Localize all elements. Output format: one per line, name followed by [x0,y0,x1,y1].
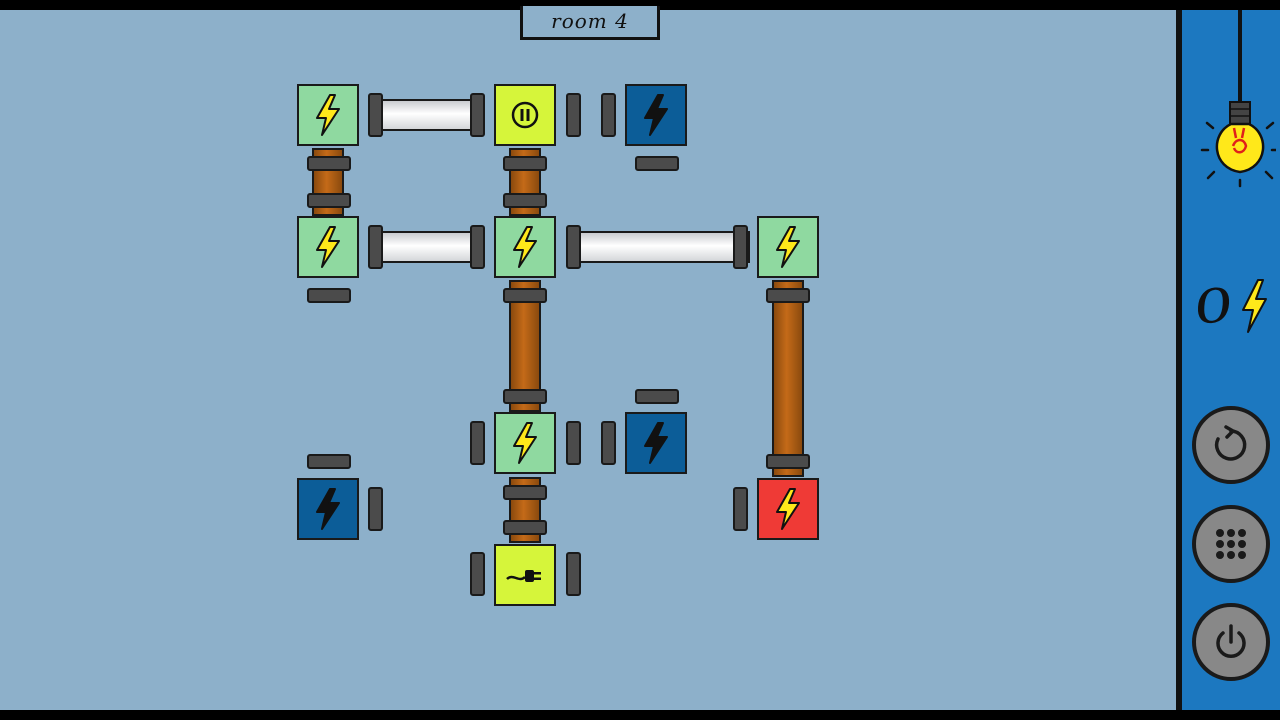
lightning-bolt-icon [1241,279,1267,333]
connector [601,93,616,137]
lightning-bolt-icon [644,94,668,136]
node-source-plug[interactable] [494,544,556,606]
node-source-pause[interactable] [494,84,556,146]
connector [368,225,383,269]
restart-button[interactable] [1192,406,1270,484]
connector [635,156,679,171]
power-plug-icon [506,570,541,582]
node-lit[interactable] [297,84,359,146]
lightning-bolt-icon [316,488,340,530]
quit-button[interactable] [1192,603,1270,681]
restart-icon [1214,425,1247,461]
connector [733,225,748,269]
wire-c4-r2-r5[interactable] [772,280,804,477]
node-unpowered[interactable] [625,84,687,146]
node-lit[interactable] [297,216,359,278]
connector [503,288,547,303]
connector [601,421,616,465]
connector [635,389,679,404]
node-unpowered[interactable] [297,478,359,540]
node-lit[interactable] [757,216,819,278]
connector [503,520,547,535]
light-bulb-icon [1200,10,1276,188]
lightning-bolt-icon [316,94,340,136]
wire-r2-c1-c2[interactable] [372,231,484,263]
sidebar [1176,10,1280,710]
connector [503,156,547,171]
connector [307,156,351,171]
game-board [0,10,1176,710]
connector [368,487,383,531]
connector [566,225,581,269]
grid-menu-icon [1216,529,1246,559]
lightning-bolt-icon [644,422,668,464]
node-unpowered[interactable] [625,412,687,474]
connector [566,421,581,465]
node-lit[interactable] [494,412,556,474]
connector [503,389,547,404]
connector [766,288,810,303]
lightning-bolt-icon [316,226,340,268]
connector [470,225,485,269]
power-icon [1216,624,1246,658]
connector [470,421,485,465]
room-label: room 4 [520,6,660,40]
lightning-bolt-icon [776,488,800,530]
connector [307,288,351,303]
connector [503,485,547,500]
connector [566,552,581,596]
pause-icon [511,101,539,129]
node-overloaded[interactable] [757,478,819,540]
node-lit[interactable] [494,216,556,278]
energy-counter: 0 [1189,276,1274,336]
lightning-bolt-icon [513,226,537,268]
connector [307,454,351,469]
level-select-button[interactable] [1192,505,1270,583]
connector [470,552,485,596]
connector [766,454,810,469]
wire-r2-c2-c4[interactable] [568,231,750,263]
connector [470,93,485,137]
connector [566,93,581,137]
lightning-bolt-icon [776,226,800,268]
connector [307,193,351,208]
lightning-bolt-icon [513,422,537,464]
energy-counter-value: 0 [1189,277,1239,335]
wire-r1-c1-c2[interactable] [372,99,484,131]
connector [368,93,383,137]
connector [733,487,748,531]
connector [503,193,547,208]
